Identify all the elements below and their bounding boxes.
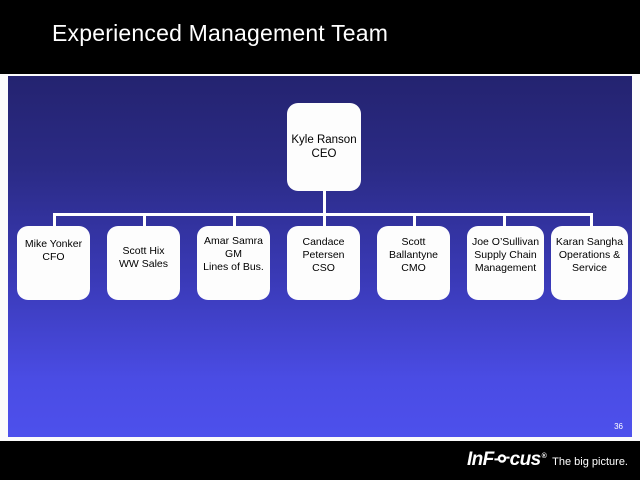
- connector-drop-4: [323, 213, 326, 227]
- org-node-scott-hix: Scott Hix WW Sales: [107, 226, 180, 300]
- org-node-5-line-1: Scott: [401, 235, 426, 248]
- connector-drop-1: [53, 213, 56, 227]
- org-node-ceo: Kyle Ranson CEO: [287, 103, 361, 191]
- org-node-7-line-3: Service: [571, 261, 607, 274]
- org-node-mike-yonker: Mike Yonker CFO: [17, 226, 90, 300]
- org-node-scott-ballantyne-text: Scott Ballantyne CMO: [386, 236, 441, 275]
- org-node-3-line-2: GM: [225, 247, 242, 260]
- org-node-4-line-3: CSO: [312, 261, 335, 274]
- org-node-amar-samra-text: Amar Samra GM Lines of Bus.: [200, 235, 267, 274]
- connector-drop-3: [233, 213, 236, 227]
- connector-drop-5: [413, 213, 416, 227]
- org-node-4-line-2: Petersen: [302, 248, 345, 261]
- org-node-5-line-2: Ballantyne: [388, 248, 439, 261]
- org-node-candace-petersen: Candace Petersen CSO: [287, 226, 360, 300]
- slide-page-number: 36: [614, 422, 623, 431]
- brand-logo-group: InF cus ® The big picture.: [467, 450, 628, 473]
- connector-drop-6: [503, 213, 506, 227]
- page-title: Experienced Management Team: [52, 20, 389, 46]
- org-node-joe-osullivan: Joe O’Sullivan Supply Chain Management: [467, 226, 544, 300]
- connector-drop-2: [143, 213, 146, 227]
- brand-tagline: The big picture.: [552, 456, 628, 468]
- org-node-candace-petersen-text: Candace Petersen CSO: [299, 236, 347, 275]
- org-node-7-line-1: Karan Sangha: [555, 235, 624, 248]
- org-node-karan-sangha: Karan Sangha Operations & Service: [551, 226, 628, 300]
- org-node-scott-ballantyne: Scott Ballantyne CMO: [377, 226, 450, 300]
- org-node-karan-sangha-text: Karan Sangha Operations & Service: [553, 236, 626, 275]
- infocus-crosshair-o-icon: [494, 451, 510, 470]
- org-node-6-line-1: Joe O’Sullivan: [471, 235, 540, 248]
- slide-footer-band: InF cus ® The big picture.: [0, 441, 640, 480]
- logo-trademark-symbol: ®: [541, 453, 547, 460]
- org-node-ceo-line-2: CEO: [311, 148, 337, 160]
- slide-body-panel: Kyle Ranson CEO Mike Yonker CFO Scott Hi…: [8, 76, 632, 437]
- connector-drop-7: [590, 213, 593, 227]
- slide-title-bar: Experienced Management Team: [0, 0, 640, 74]
- org-node-1-line-1: Mike Yonker: [24, 238, 83, 250]
- org-node-4-line-1: Candace: [302, 235, 345, 248]
- org-node-amar-samra: Amar Samra GM Lines of Bus.: [197, 226, 270, 300]
- logo-text-part-2: cus: [509, 449, 542, 470]
- org-node-2-line-2: WW Sales: [118, 258, 168, 270]
- org-node-6-line-3: Management: [474, 261, 537, 274]
- org-node-5-line-3: CMO: [401, 261, 426, 274]
- infocus-logo: InF cus ®: [466, 449, 547, 473]
- org-node-ceo-text: Kyle Ranson CEO: [288, 133, 359, 161]
- org-node-7-line-2: Operations &: [558, 248, 621, 261]
- org-node-1-line-2: CFO: [42, 251, 65, 263]
- connector-ceo-stem: [323, 191, 326, 215]
- logo-text-part-1: InF: [466, 449, 494, 470]
- org-node-6-line-2: Supply Chain: [474, 248, 537, 261]
- org-node-joe-osullivan-text: Joe O’Sullivan Supply Chain Management: [469, 236, 542, 275]
- org-node-ceo-line-1: Kyle Ranson: [291, 134, 357, 146]
- org-node-2-line-1: Scott Hix: [122, 245, 165, 257]
- org-node-mike-yonker-text: Mike Yonker CFO: [22, 238, 85, 264]
- org-node-3-line-1: Amar Samra: [204, 234, 263, 247]
- org-node-3-line-3: Lines of Bus.: [203, 260, 264, 273]
- org-node-scott-hix-text: Scott Hix WW Sales: [116, 245, 171, 271]
